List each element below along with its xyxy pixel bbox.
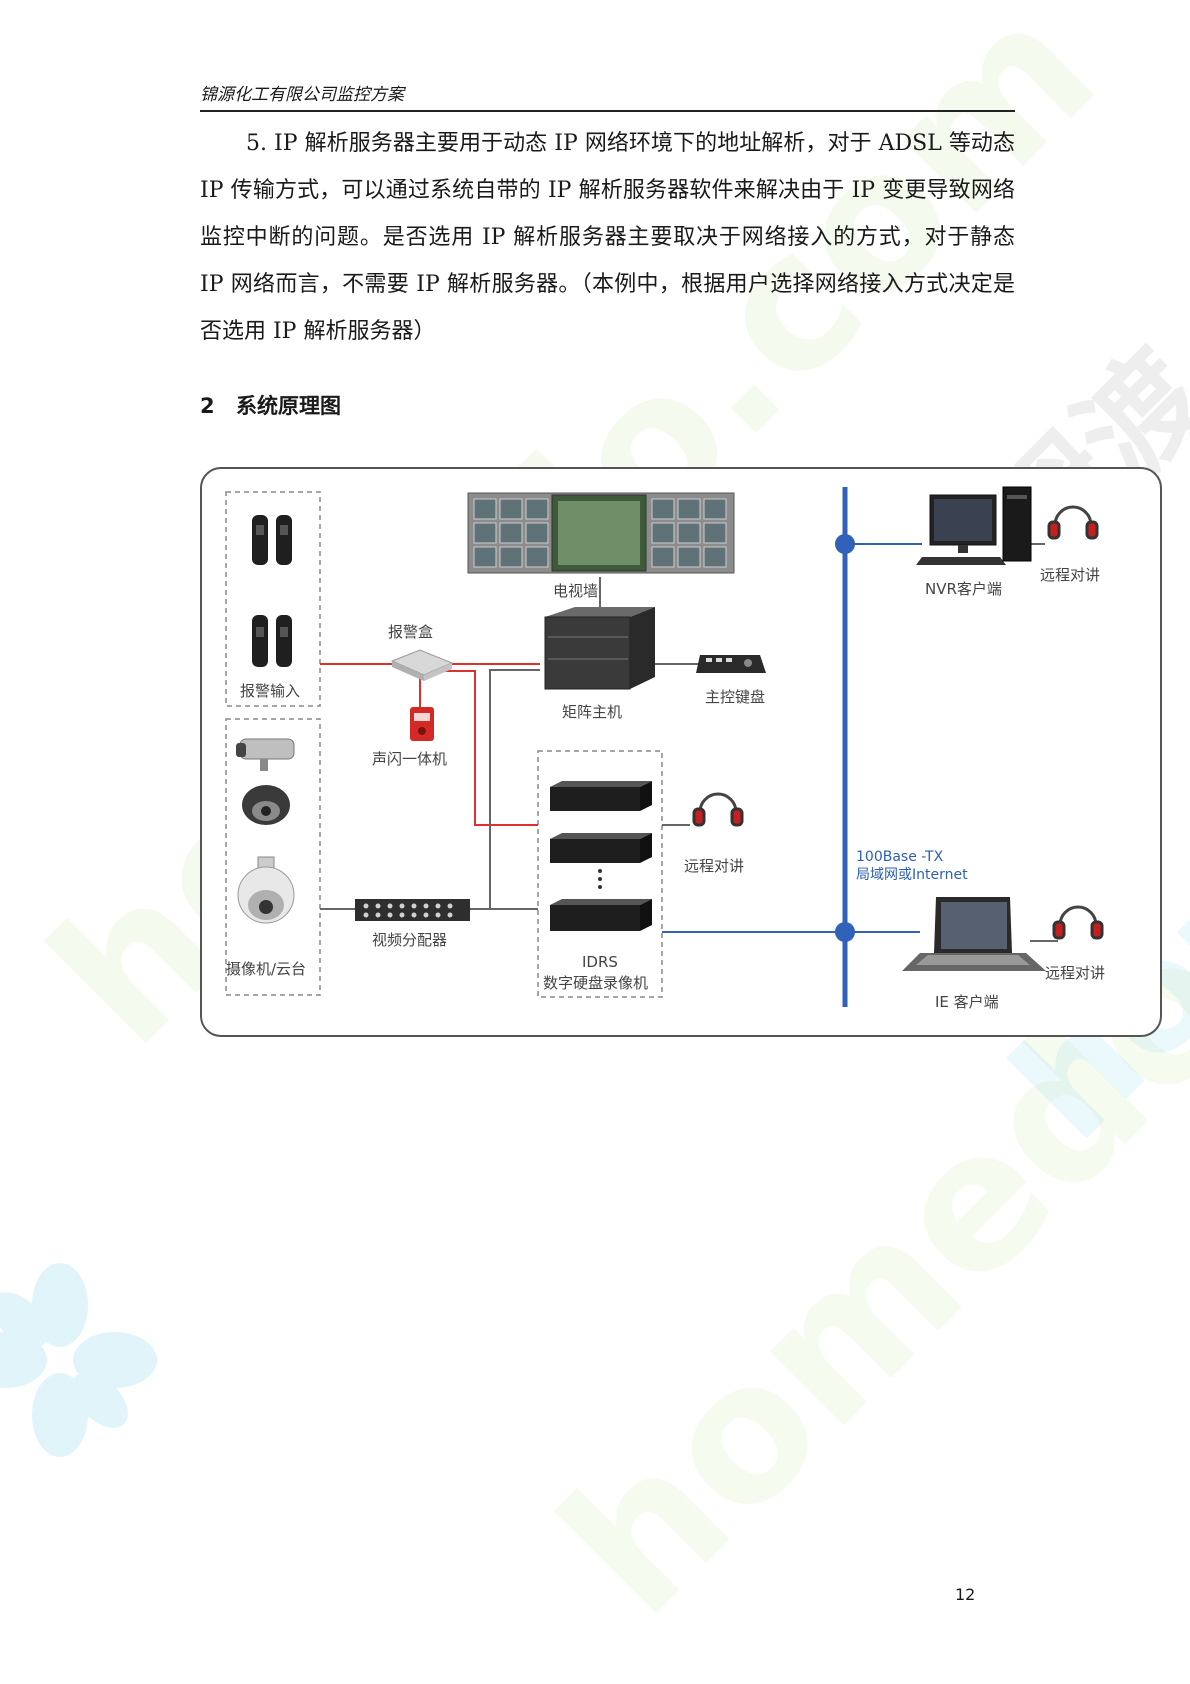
label-intercom: 远程对讲 bbox=[1045, 964, 1105, 982]
label-alarm-input: 报警输入 bbox=[240, 682, 300, 700]
network-node bbox=[835, 534, 855, 554]
diagram-canvas: 电视墙 报警盒 报警输入 矩阵主机 主控键盘 声闪一体机 摄像机/云台 视频分配… bbox=[200, 467, 1162, 1037]
diagram-frame bbox=[200, 467, 1162, 1037]
network-node bbox=[835, 922, 855, 942]
strobe-siren-icon bbox=[410, 707, 434, 741]
page-number: 12 bbox=[955, 1585, 976, 1604]
label-video-splitter: 视频分配器 bbox=[372, 931, 447, 949]
desktop-computer-icon bbox=[916, 486, 1032, 565]
header-title: 锦源化工有限公司监控方案 bbox=[200, 85, 404, 105]
section-number: 2 bbox=[200, 394, 215, 418]
watermark-flower-icon bbox=[0, 1263, 157, 1457]
ptz-camera-icon bbox=[237, 856, 295, 924]
label-intercom: 远程对讲 bbox=[1040, 566, 1100, 584]
label-intercom: 远程对讲 bbox=[684, 857, 744, 875]
label-alarm-box: 报警盒 bbox=[388, 623, 433, 641]
dvr-unit-icon bbox=[550, 833, 652, 863]
matrix-host-icon bbox=[544, 607, 655, 690]
laptop-icon bbox=[902, 897, 1046, 971]
label-idrs: IDRS bbox=[582, 953, 618, 971]
label-network-desc: 局域网或Internet bbox=[856, 867, 968, 883]
paragraph-text: 5. IP 解析服务器主要用于动态 IP 网络环境下的地址解析，对于 ADSL … bbox=[200, 131, 1015, 344]
bullet-camera-icon bbox=[236, 738, 295, 771]
section-heading: 2 系统原理图 bbox=[200, 390, 341, 420]
label-strobe-siren: 声闪一体机 bbox=[372, 750, 447, 768]
system-diagram: 电视墙 报警盒 报警输入 矩阵主机 主控键盘 声闪一体机 摄像机/云台 视频分配… bbox=[200, 467, 1162, 1037]
page-header: 锦源化工有限公司监控方案 bbox=[200, 84, 1015, 112]
alarm-input-group bbox=[225, 491, 321, 707]
label-tv-wall: 电视墙 bbox=[553, 582, 598, 600]
section-title: 系统原理图 bbox=[236, 394, 341, 418]
dvr-unit-icon bbox=[550, 899, 652, 931]
dome-camera-icon bbox=[242, 785, 290, 825]
tv-wall-icon bbox=[467, 492, 735, 574]
headset-icon bbox=[1047, 505, 1099, 540]
label-network-type: 100Base -TX bbox=[856, 849, 944, 865]
dvr-unit-icon bbox=[550, 781, 652, 811]
body-paragraph: 5. IP 解析服务器主要用于动态 IP 网络环境下的地址解析，对于 ADSL … bbox=[200, 120, 1015, 355]
headset-icon bbox=[1052, 905, 1104, 940]
video-line bbox=[489, 669, 540, 909]
keyboard-icon bbox=[696, 655, 766, 673]
headset-icon bbox=[692, 792, 744, 827]
label-dvr: 数字硬盘录像机 bbox=[543, 974, 648, 992]
more-dots-icon bbox=[598, 869, 602, 889]
label-master-keyboard: 主控键盘 bbox=[705, 688, 765, 706]
label-nvr-client: NVR客户端 bbox=[925, 580, 1002, 598]
label-camera-ptz: 摄像机/云台 bbox=[226, 960, 306, 978]
video-splitter-icon bbox=[355, 899, 470, 921]
alarm-line bbox=[445, 670, 538, 826]
dvr-group bbox=[537, 750, 663, 998]
alarm-box-icon bbox=[390, 649, 454, 681]
label-matrix-host: 矩阵主机 bbox=[562, 703, 622, 721]
alarm-sensor-icon bbox=[252, 515, 292, 667]
label-ie-client: IE 客户端 bbox=[935, 993, 999, 1011]
camera-group bbox=[225, 718, 321, 996]
